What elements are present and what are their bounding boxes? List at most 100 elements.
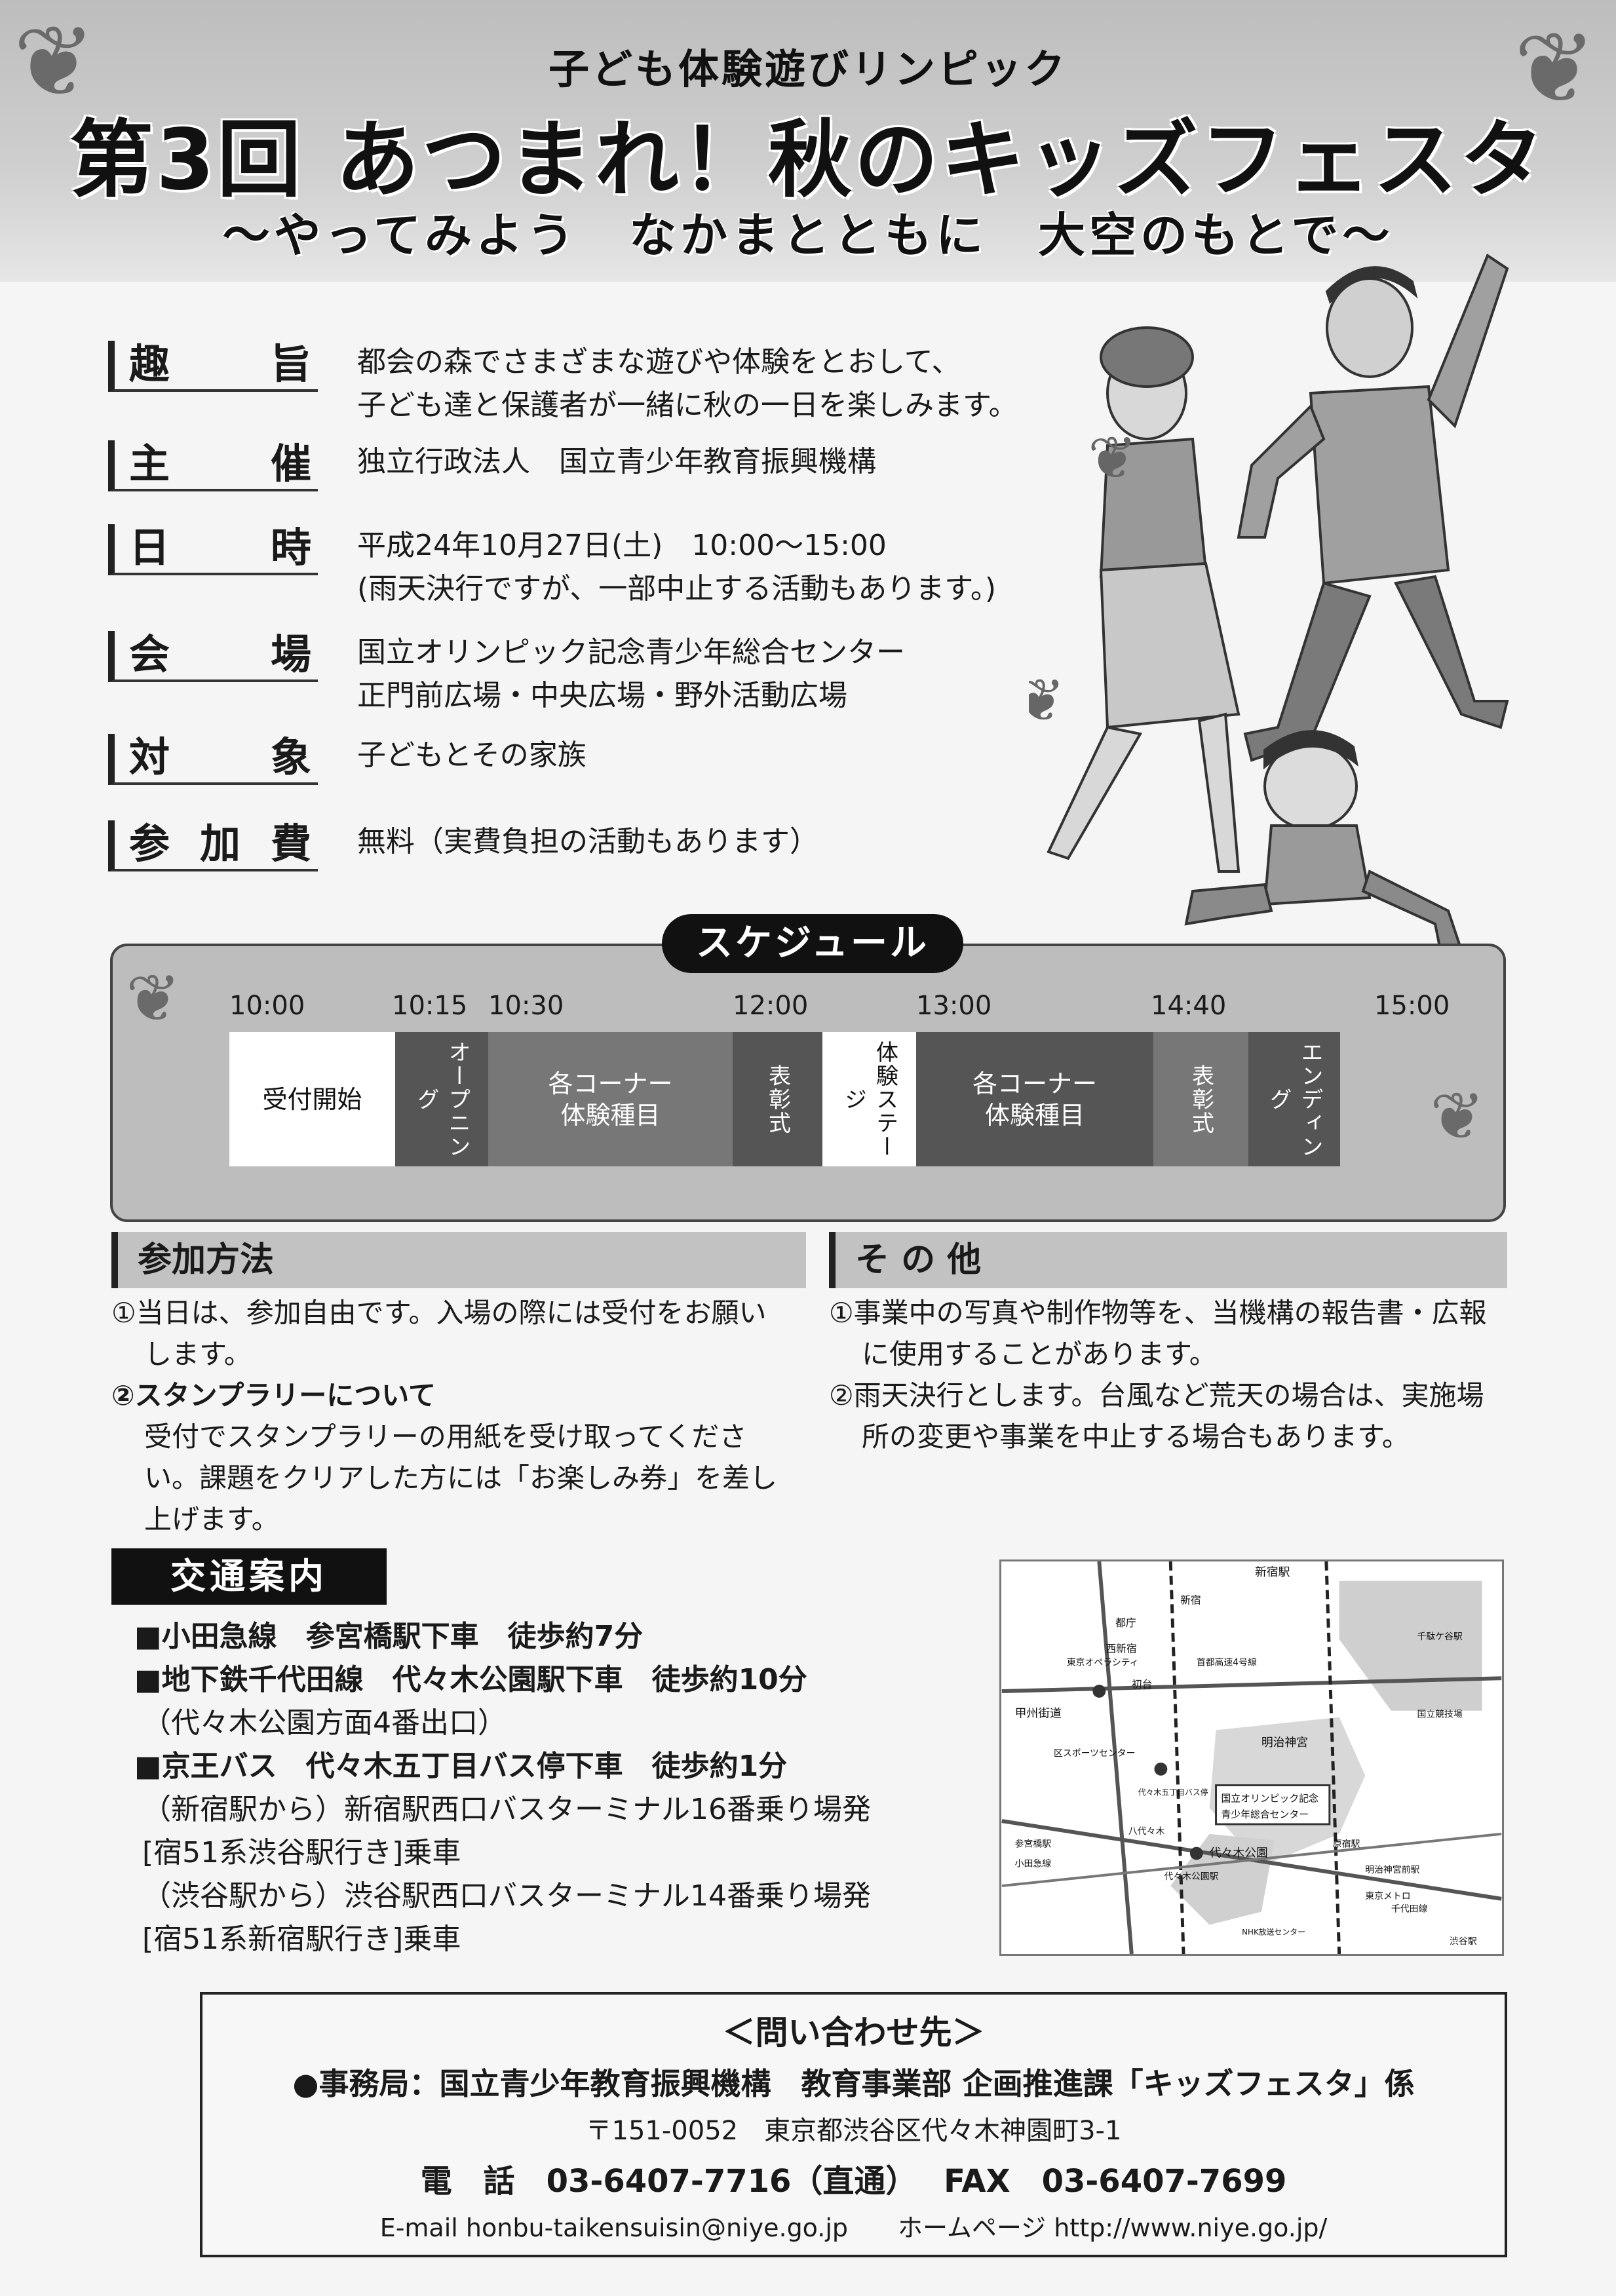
info-value: 平成24年10月27日(土) 10:00〜15:00 <box>357 529 887 562</box>
schedule-segment: 体験ステージ <box>822 1032 916 1166</box>
access-text: ■小田急線 参宮橋駅下車 徒歩約7分 ■地下鉄千代田線 代々木公園駅下車 徒歩約1… <box>134 1615 871 1961</box>
access-map: 新宿駅 新宿 都庁 西新宿 東京オペラシティ 初台 首都高速4号線 千駄ケ谷駅 … <box>999 1559 1504 1956</box>
map-label: 青少年総合センター <box>1221 1808 1309 1820</box>
participation-heading: 参加方法 <box>111 1232 806 1288</box>
access-line: （渋谷駅から）渋谷駅西口バスターミナル14番乗り場発 <box>142 1879 871 1913</box>
schedule-segment: 各コーナー 体験種目 <box>916 1032 1153 1166</box>
schedule-title: スケジュール <box>662 914 963 973</box>
access-line: ■小田急線 参宮橋駅下車 徒歩約7分 <box>134 1620 644 1653</box>
schedule-segment-label: 受付開始 <box>262 1084 362 1114</box>
map-label: 代々木公園駅 <box>1164 1871 1218 1882</box>
schedule-time: 10:00 <box>229 991 305 1021</box>
info-label: 会場 <box>108 631 318 682</box>
schedule-segment: 各コーナー 体験種目 <box>488 1032 733 1166</box>
map-label: 原宿駅 <box>1333 1839 1360 1850</box>
schedule-time: 15:00 <box>1374 991 1450 1021</box>
map-label: 代々木公園 <box>1210 1846 1268 1860</box>
schedule-segment: 表彰式 <box>1153 1032 1248 1166</box>
map-label: 小田急線 <box>1015 1858 1052 1869</box>
contact-box: ＜問い合わせ先＞ ●事務局：国立青少年教育振興機構 教育事業部 企画推進課「キッ… <box>200 1992 1507 2257</box>
access-line: [宿51系新宿駅行き]乗車 <box>142 1923 461 1956</box>
map-label: 甲州街道 <box>1015 1707 1062 1721</box>
map-label: 初台 <box>1132 1678 1153 1691</box>
map-label: 国立競技場 <box>1417 1710 1462 1720</box>
access-line: ■京王バス 代々木五丁目バス停下車 徒歩約1分 <box>134 1750 788 1783</box>
map-label: 千代田線 <box>1391 1904 1428 1915</box>
map-label: 代々木五丁目バス停 <box>1138 1788 1208 1797</box>
schedule-segment-label: 各コーナー 体験種目 <box>972 1069 1097 1130</box>
contact-office: ●事務局：国立青少年教育振興機構 教育事業部 企画推進課「キッズフェスタ」係 <box>292 2066 1415 2101</box>
other-text: ①事業中の写真や制作物等を、当機構の報告書・広報に使用することがあります。 ②雨天… <box>829 1292 1487 1457</box>
info-label: 参加費 <box>108 820 318 871</box>
map-label: 東京オペラシティ <box>1067 1657 1139 1668</box>
text-line: ①事業中の写真や制作物等を、当機構の報告書・広報 <box>829 1297 1487 1329</box>
text-line: に使用することがあります。 <box>862 1338 1217 1370</box>
map-label: 区スポーツセンター <box>1054 1748 1135 1759</box>
map-label: 明治神宮 <box>1261 1736 1308 1750</box>
svg-text:❦: ❦ <box>1029 666 1065 735</box>
maple-leaf-icon: ❦ <box>1430 1078 1485 1155</box>
schedule-time: 14:40 <box>1151 991 1227 1021</box>
map-label: 明治神宮前駅 <box>1365 1864 1419 1875</box>
text-line: 上げます。 <box>144 1503 279 1535</box>
map-label: 都庁 <box>1115 1617 1136 1629</box>
text-line: ②雨天決行とします。台風など荒天の場合は、実施場 <box>829 1379 1484 1411</box>
page-title: 第3回 あつまれ！秋のキッズフェスタ <box>69 111 1547 209</box>
info-value: 国立オリンピック記念青少年総合センター <box>357 636 905 669</box>
access-line: （代々木公園方面4番出口） <box>142 1706 507 1740</box>
schedule-time: 12:00 <box>733 991 809 1021</box>
schedule-segment-label: 表彰式 <box>1187 1063 1214 1135</box>
info-label: 主催 <box>108 440 318 491</box>
schedule-segment: オープニング <box>395 1032 488 1166</box>
access-line: [宿51系渋谷駅行き]乗車 <box>142 1836 461 1869</box>
info-label: 趣旨 <box>108 341 318 392</box>
info-value: (雨天決行ですが、一部中止する活動もあります。) <box>357 572 997 605</box>
schedule-time: 10:30 <box>488 991 564 1021</box>
map-label: 首都高速4号線 <box>1197 1656 1257 1668</box>
schedule-time: 13:00 <box>916 991 992 1021</box>
participation-text: ①当日は、参加自由です。入場の際には受付をお願いします。 ②スタンプラリーについて… <box>111 1292 777 1540</box>
other-heading: そ の 他 <box>829 1232 1507 1288</box>
contact-web: E-mail honbu-taikensuisin@niye.go.jp ホーム… <box>379 2213 1328 2242</box>
schedule-segment-label: 表彰式 <box>764 1063 791 1135</box>
text-line: します。 <box>144 1338 252 1370</box>
contact-address: 〒151-0052 東京都渋谷区代々木神園町3-1 <box>585 2116 1122 2146</box>
map-label: 東京メトロ <box>1365 1891 1410 1902</box>
sub-title: 〜やってみよう なかまとともに 大空のもとで〜 <box>222 208 1394 263</box>
super-title: 子ども体験遊びリンピック <box>548 45 1068 93</box>
info-label: 日時 <box>108 524 318 575</box>
access-line: （新宿駅から）新宿駅西口バスターミナル16番乗り場発 <box>142 1793 871 1826</box>
info-value: 独立行政法人 国立青少年教育振興機構 <box>357 445 876 478</box>
info-value: 正門前広場・中央広場・野外活動広場 <box>357 679 847 712</box>
map-label: 参宮橋駅 <box>1015 1839 1052 1850</box>
map-label: 渋谷駅 <box>1450 1936 1477 1947</box>
schedule-segment-label: エンディング <box>1265 1040 1323 1158</box>
schedule-segment-label: 各コーナー 体験種目 <box>548 1069 673 1130</box>
access-line: ■地下鉄千代田線 代々木公園駅下車 徒歩約10分 <box>134 1663 807 1696</box>
info-value: 都会の森でさまざまな遊びや体験をとおして、 <box>357 345 961 379</box>
map-label: 西新宿 <box>1106 1643 1137 1655</box>
schedule-time: 10:15 <box>392 991 468 1021</box>
maple-leaf-icon: ❦ <box>1514 12 1596 126</box>
schedule-segment-label: 体験ステージ <box>840 1040 898 1158</box>
svg-text:❦: ❦ <box>1088 424 1137 493</box>
text-line: 受付でスタンプラリーの用紙を受け取ってくださ <box>144 1421 747 1453</box>
schedule-segment: 受付開始 <box>229 1032 395 1166</box>
text-line: い。課題をクリアした方には「お楽しみ券」を差し <box>144 1462 778 1494</box>
info-label: 対象 <box>108 734 318 785</box>
maple-leaf-icon: ❦ <box>13 5 96 119</box>
info-value: 子ども達と保護者が一緒に秋の一日を楽しみます。 <box>357 389 1018 422</box>
schedule-segment: 表彰式 <box>733 1032 822 1166</box>
contact-title: ＜問い合わせ先＞ <box>722 2014 985 2052</box>
schedule-segment-label: オープニング <box>413 1040 471 1158</box>
info-value: 無料（実費負担の活動もあります） <box>357 825 818 858</box>
access-heading: 交通案内 <box>111 1548 387 1605</box>
text-line: ②スタンプラリーについて <box>111 1379 436 1411</box>
schedule-segment: エンディング <box>1248 1032 1340 1166</box>
text-line: 所の変更や事業を中止する場合もあります。 <box>862 1421 1410 1453</box>
map-label: 新宿 <box>1180 1594 1201 1606</box>
map-label: NHK放送センター <box>1242 1927 1305 1936</box>
text-line: ①当日は、参加自由です。入場の際には受付をお願い <box>111 1297 767 1329</box>
map-label: 千駄ケ谷駅 <box>1417 1632 1462 1642</box>
map-label: 新宿駅 <box>1255 1565 1290 1579</box>
